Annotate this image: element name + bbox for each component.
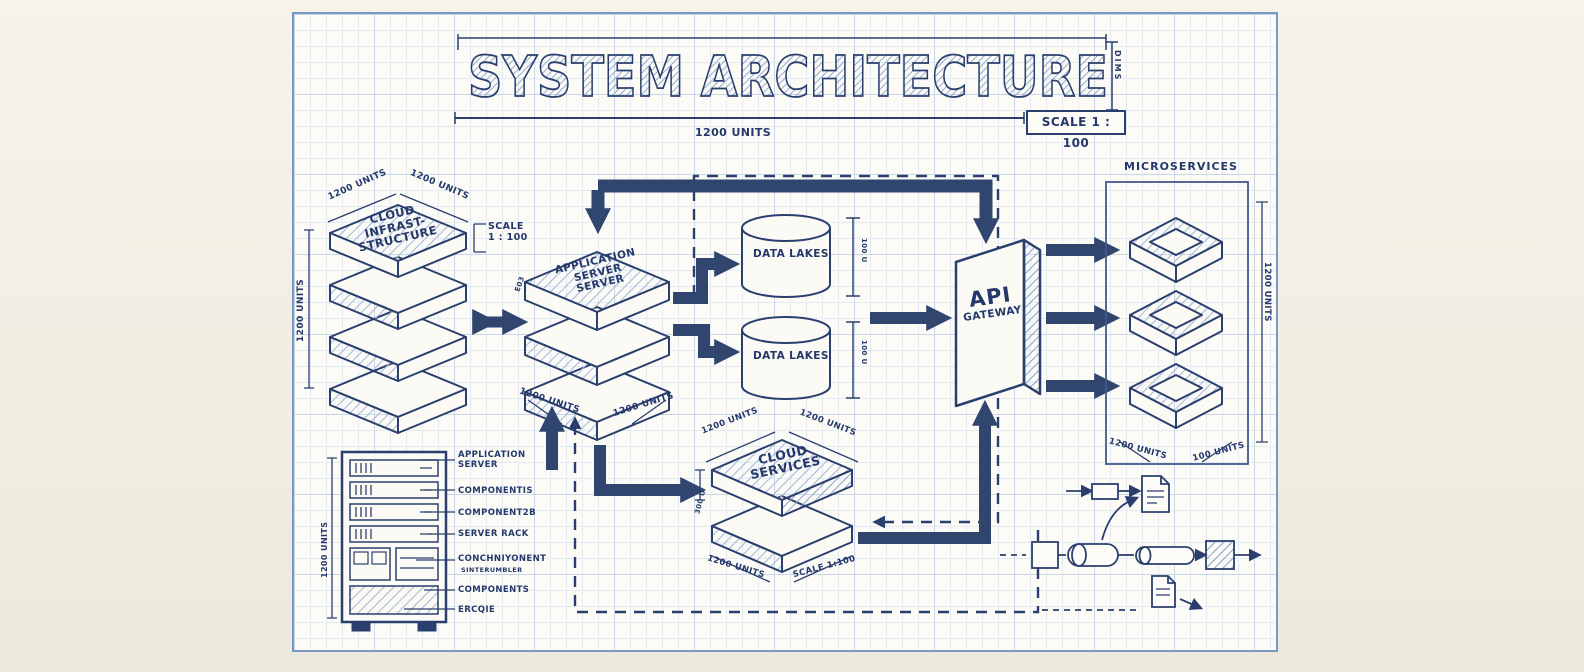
server-rack-drawing xyxy=(327,450,455,632)
legend-application-server-2: SERVER xyxy=(458,460,498,470)
legend-components-3: COMPONENTS xyxy=(458,585,530,595)
microservices-title: MICROSERVICES xyxy=(1124,160,1238,173)
dl-dim-bottom: 100 U xyxy=(860,340,868,365)
microservices-boxes xyxy=(1129,217,1223,429)
arrow-cloudservices-api xyxy=(858,399,998,544)
title-dimension-lines xyxy=(454,34,1118,124)
title-scale-box[interactable]: SCALE 1 : 100 xyxy=(1026,110,1126,150)
data-lake-dim-brackets xyxy=(846,217,860,399)
rack-dim-left: 1200 UNITS xyxy=(320,521,329,578)
ms-dim-right: 1200 UNITS xyxy=(1262,262,1272,322)
application-server-stack xyxy=(524,251,670,441)
dashed-boundary-bottom xyxy=(568,416,1040,614)
api-gateway-box xyxy=(954,238,1042,408)
cloud-infrastructure-dim-lines xyxy=(304,193,486,389)
connector-top-to-api xyxy=(598,179,999,245)
microservices-frame xyxy=(1105,181,1249,465)
cylinder-horizontal-icon xyxy=(1067,543,1119,567)
dl-dim-top: 100 U xyxy=(860,238,868,263)
data-lake-top-label: DATA LAKES xyxy=(753,248,829,260)
cloud-services-dim-lines xyxy=(695,431,859,583)
ci-dim-left: 1200 UNITS xyxy=(296,279,306,342)
legend-server-rack: SERVER RACK xyxy=(458,529,529,539)
legend-application-server-1: APPLICATION xyxy=(458,450,526,460)
legend-components-2: COMPONENT2B xyxy=(458,508,537,518)
diagram-title: SYSTEM ARCHITECTURE xyxy=(468,45,1108,110)
cloud-infrastructure-stack xyxy=(329,204,467,434)
arrow-appserver-datalake1 xyxy=(673,251,741,304)
title-width-dimension: 1200 UNITS xyxy=(695,126,772,139)
cloud-services-stack xyxy=(711,439,853,573)
microservices-dim-lines xyxy=(1119,201,1268,463)
data-lake-bottom-label: DATA LAKES xyxy=(753,350,829,362)
ci-scale-label: SCALE 1 : 100 xyxy=(488,221,528,243)
dashed-boundary-datalakes xyxy=(692,174,1000,529)
legend-components-1: COMPONENTIS xyxy=(458,486,533,496)
document-icon-small xyxy=(1151,575,1176,608)
title-side-dimension: DIMS xyxy=(1113,50,1122,82)
pipe-icon xyxy=(1135,546,1195,565)
legend-component-5: CONCHNIYONENT xyxy=(458,554,547,564)
hatched-block-icon xyxy=(1205,540,1235,570)
data-lake-cylinder-bottom xyxy=(741,316,831,400)
legend-ercqie: ERCQIE xyxy=(458,605,496,615)
arrow-appserver-cloudservices xyxy=(594,445,707,503)
process-flow-sketch xyxy=(1000,475,1262,611)
legend-component-5-sub: SINTERUMBLER xyxy=(461,566,523,574)
arrow-appserver-datalake2 xyxy=(673,324,741,365)
data-lake-cylinder-top xyxy=(741,214,831,298)
document-icon xyxy=(1141,475,1170,513)
